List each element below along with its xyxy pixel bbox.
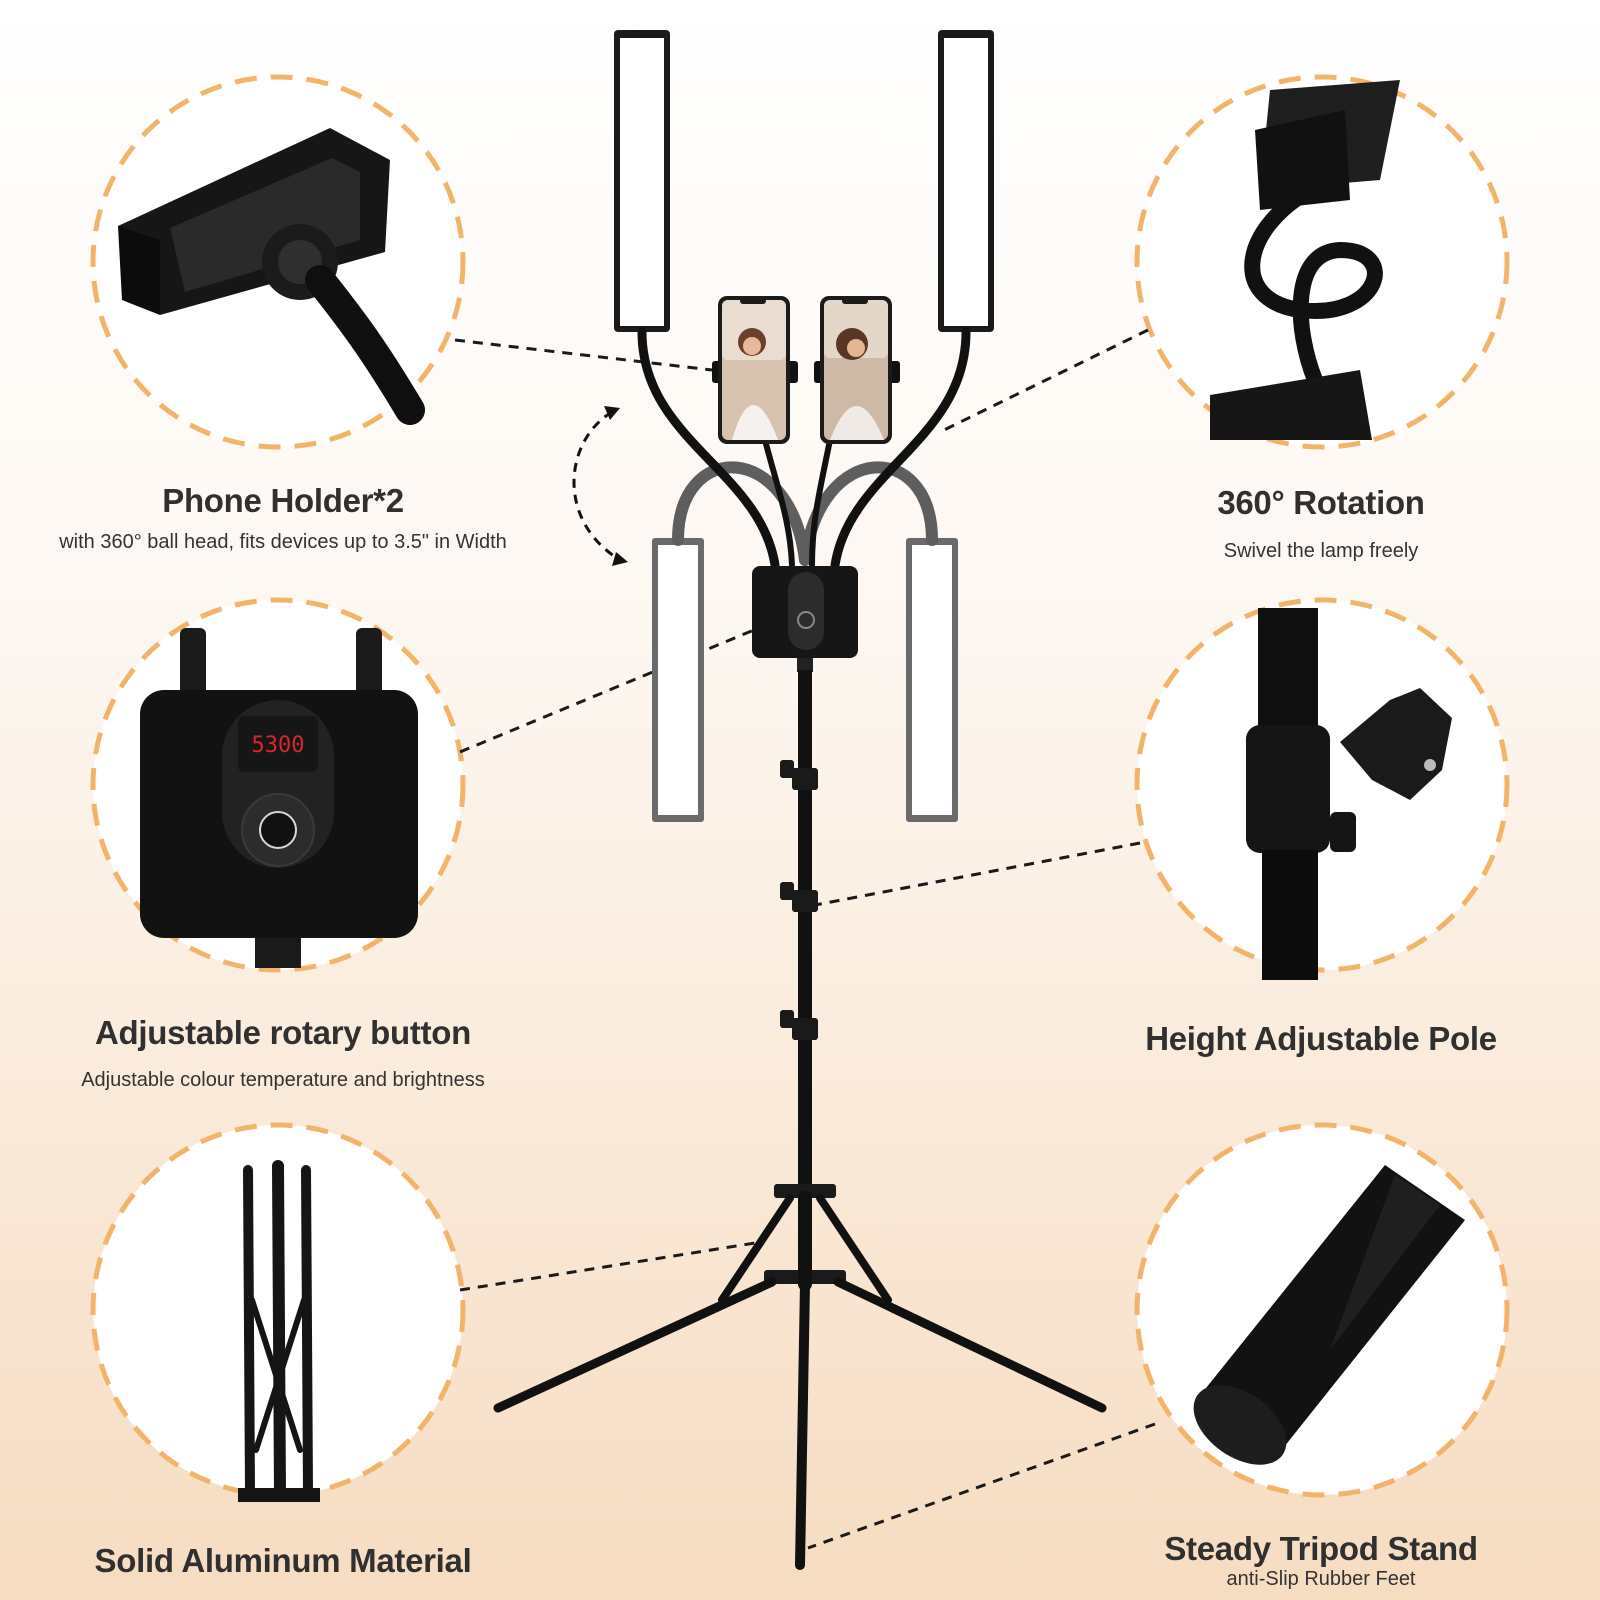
rotary-button-title: Adjustable rotary button [95,1014,471,1051]
led-readout: 5300 [252,733,305,758]
gooseneck-closeup [1210,80,1400,440]
control-box [752,566,858,658]
phone-holder-title: Phone Holder*2 [162,482,404,519]
phone-holders [712,296,900,444]
center-pole [780,658,818,1218]
tripod-base [493,1184,1107,1570]
rubber-foot-closeup [1193,1165,1465,1465]
phone-holder-subtitle: with 360° ball head, fits devices up to … [59,531,507,553]
tripod-subtitle: anti-Slip Rubber Feet [1226,1568,1416,1590]
rotary-button-subtitle: Adjustable colour temperature and bright… [81,1069,485,1091]
rotation-title: 360° Rotation [1217,484,1425,521]
pole-clamp-closeup [1246,608,1452,980]
control-box-closeup [140,628,418,968]
rotation-arrow [572,410,621,562]
tripod-title: Steady Tripod Stand [1164,1530,1478,1567]
folded-tripod-closeup [238,1160,320,1502]
height-pole-title: Height Adjustable Pole [1145,1020,1497,1057]
rotation-subtitle: Swivel the lamp freely [1223,540,1419,562]
aluminum-title: Solid Aluminum Material [94,1542,472,1579]
light-panels [614,30,994,822]
leader-lines [454,328,1156,1550]
phone-clamp-closeup [118,128,425,425]
